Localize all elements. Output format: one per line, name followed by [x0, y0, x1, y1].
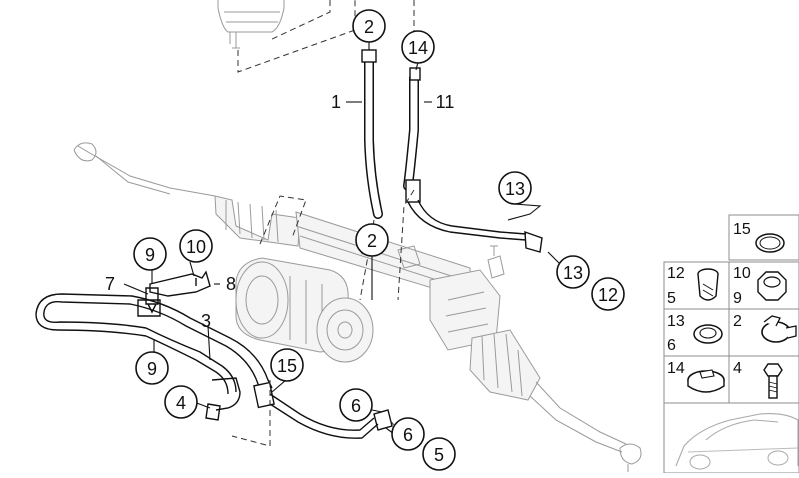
svg-text:12: 12: [667, 265, 685, 282]
svg-text:6: 6: [351, 396, 361, 416]
callout-14-top: 14: [401, 30, 435, 64]
legend-cell-car: [663, 402, 799, 474]
hex-nut-icon: [757, 271, 787, 301]
svg-text:14: 14: [408, 38, 428, 58]
svg-text:15: 15: [277, 356, 297, 376]
svg-text:4: 4: [733, 360, 742, 377]
callout-13-lower: 13: [556, 255, 590, 289]
hose-part-11: [397, 0, 543, 301]
label-8: 8: [226, 274, 236, 294]
callout-15: 15: [270, 348, 304, 382]
hose-part-3: [35, 293, 397, 447]
label-7: 7: [105, 274, 115, 294]
callout-9-upper: 9: [133, 237, 167, 271]
callout-5: 5: [422, 437, 456, 471]
svg-text:9: 9: [733, 290, 742, 307]
svg-text:15: 15: [733, 221, 751, 238]
svg-text:9: 9: [145, 245, 155, 265]
label-1: 1: [331, 92, 341, 112]
label-11: 11: [436, 92, 455, 112]
label-3: 3: [201, 311, 211, 331]
legend-cell-13-6: 13 6: [663, 308, 730, 357]
svg-text:2: 2: [733, 313, 742, 330]
callout-12: 12: [591, 277, 625, 311]
callout-2-mid: 2: [355, 223, 389, 257]
svg-text:9: 9: [147, 359, 157, 379]
bracket-part-8: [145, 195, 307, 314]
svg-text:5: 5: [434, 445, 444, 465]
band-clamp-icon: [687, 369, 725, 393]
svg-text:13: 13: [563, 263, 583, 283]
svg-text:10: 10: [186, 237, 206, 257]
callout-2-top: 2: [352, 9, 386, 43]
svg-text:13: 13: [505, 179, 525, 199]
callout-6-upper: 6: [339, 388, 373, 422]
legend-cell-2: 2: [728, 308, 799, 357]
callout-4: 4: [164, 385, 198, 419]
car-silhouette-icon: [675, 413, 799, 470]
sealing-ring-icon: [693, 324, 723, 344]
svg-text:12: 12: [598, 285, 618, 305]
svg-text:5: 5: [667, 290, 676, 307]
svg-text:4: 4: [176, 393, 186, 413]
bolt-icon: [763, 363, 783, 399]
svg-text:2: 2: [367, 231, 377, 251]
o-ring-icon: [755, 233, 785, 253]
callout-10: 10: [179, 229, 213, 263]
callout-6-lower: 6: [391, 417, 425, 451]
legend-cell-4: 4: [728, 355, 799, 404]
steering-rack: [73, 142, 642, 472]
svg-text:2: 2: [364, 17, 374, 37]
svg-text:6: 6: [667, 337, 676, 354]
banjo-bolt-icon: [697, 268, 719, 301]
svg-text:13: 13: [667, 313, 685, 330]
legend-cell-10-9: 10 9: [728, 261, 799, 310]
callout-13-upper: 13: [498, 171, 532, 205]
legend-cell-12-5: 12 5: [663, 261, 730, 310]
svg-text:6: 6: [403, 425, 413, 445]
legend-panel: 15 12 5 10 9: [663, 214, 799, 474]
fluid-reservoir: [217, 0, 356, 73]
hose-clamp-icon: [761, 315, 797, 343]
callout-9-lower: 9: [135, 351, 169, 385]
legend-cell-14: 14: [663, 355, 730, 404]
legend-cell-15: 15: [728, 214, 799, 261]
svg-text:10: 10: [733, 265, 751, 282]
svg-text:14: 14: [667, 360, 685, 377]
leader-lines: [123, 42, 561, 453]
